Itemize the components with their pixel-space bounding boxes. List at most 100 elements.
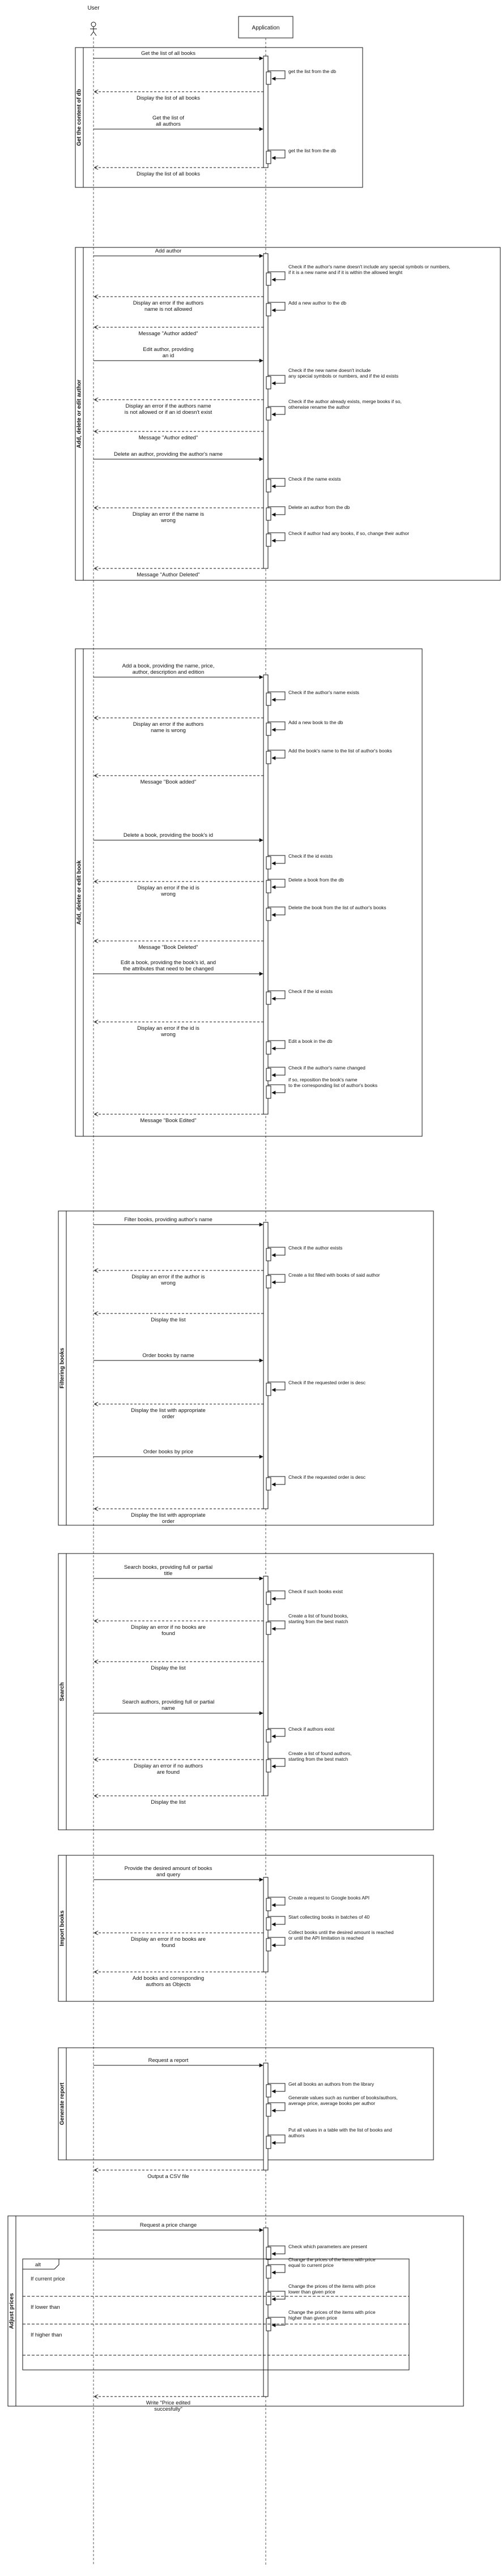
frame-border — [58, 2047, 434, 2160]
message-self: Check if the name exists — [266, 476, 341, 493]
message-self: Check if the requested order is desc — [266, 1474, 366, 1491]
message-label: starting from the best match — [288, 1619, 348, 1624]
nested-activation — [266, 1041, 271, 1055]
message-label: Display the list of all books — [137, 95, 200, 101]
message-label: title — [164, 1571, 173, 1577]
message-label: found — [161, 1942, 175, 1949]
message-label: Change the prices of the items with pric… — [288, 2257, 376, 2262]
frame-border — [75, 247, 501, 581]
message-self: Delete the book from the list of author'… — [266, 905, 386, 921]
alt-condition: If current price — [31, 2276, 65, 2282]
frame-title: Generate report — [59, 2082, 66, 2125]
message-label: Put all values in a table with the list … — [288, 2127, 392, 2133]
message-label: Change the prices of the items with pric… — [288, 2309, 376, 2315]
message-self: Put all values in a table with the list … — [266, 2127, 392, 2149]
frame-title: Add, delete or edit author — [76, 379, 83, 448]
nested-activation — [266, 1383, 271, 1396]
message-label: Create a list of found books, — [288, 1613, 348, 1619]
message-label: Display the list with appropriate — [131, 1407, 205, 1414]
message-label: Edit author, providing — [143, 346, 193, 353]
message-self: Check if authors exist — [266, 1726, 335, 1743]
message-label: Create a list filled with books of said … — [288, 1272, 380, 1278]
message-label: Write "Price edited — [146, 2400, 190, 2406]
message-label: authors — [288, 2133, 304, 2138]
activation-bar — [263, 1222, 269, 1509]
message-label: Display an error if the authors name — [125, 403, 211, 409]
message-label: name is wrong — [151, 728, 186, 734]
message-self: Change the prices of the items with pric… — [266, 2283, 376, 2305]
message-reply: Message "Book Edited" — [95, 1114, 263, 1124]
message-label: Generate values such as number of books/… — [288, 2095, 398, 2100]
message-self: Create a request to Google books API — [266, 1895, 369, 1911]
message-self: Create a list filled with books of said … — [266, 1272, 380, 1289]
message-label: Check if the requested order is desc — [288, 1474, 366, 1480]
frame-title: Filtering books — [59, 1347, 66, 1388]
message-self: Delete an author from the db — [266, 504, 350, 521]
message-reply: Display the list — [95, 1796, 263, 1805]
message-request: Get the list of all books — [93, 50, 263, 61]
nested-activation — [266, 407, 271, 421]
message-request: Search books, providing full or partialt… — [93, 1564, 263, 1581]
message-self: Generate values such as number of books/… — [266, 2095, 398, 2117]
frame-title: Import books — [59, 1910, 66, 1946]
nested-activation — [266, 71, 271, 85]
frame-border — [75, 648, 423, 1137]
message-label: Search books, providing full or partial — [124, 1564, 212, 1571]
message-label: Display an error if the authors — [133, 300, 204, 306]
message-label: Check if the name exists — [288, 476, 341, 482]
message-label: order — [162, 1518, 175, 1525]
message-label: Message "Author Deleted" — [137, 572, 199, 578]
message-label: Provide the desired amount of books — [125, 1865, 212, 1872]
frame-add-delete-or-edit-author: Add, delete or edit author Add authorChec… — [75, 247, 501, 581]
message-label: Add a new author to the db — [288, 300, 346, 306]
message-reply: Message "Book Deleted" — [95, 941, 263, 951]
nested-activation — [266, 1068, 271, 1081]
message-request: Delete a book, providing the book's id — [93, 832, 263, 842]
message-label: Get the list of all books — [141, 50, 195, 57]
nested-activation — [266, 751, 271, 764]
message-label: Check if the new name doesn't include — [288, 367, 371, 373]
message-self: Create a list of found authors,starting … — [266, 1751, 352, 1773]
message-label: Display an error if the author is — [131, 1274, 205, 1280]
nested-activation — [266, 479, 271, 493]
message-reply: Display the list of all books — [95, 92, 263, 101]
nested-activation — [266, 1085, 271, 1099]
message-label: author, description and edition — [133, 669, 205, 675]
message-label: wrong — [160, 1032, 176, 1038]
message-label: Check if the id exists — [288, 853, 333, 859]
message-label: Check if the author's name changed — [288, 1065, 365, 1071]
message-self: Collect books until the desired amount i… — [266, 1929, 394, 1952]
frame-title: Get the content of db — [76, 89, 83, 146]
message-reply: Display the list — [95, 1662, 263, 1671]
message-label: Add author — [155, 248, 181, 254]
nested-activation — [266, 908, 271, 921]
message-label: Display the list of all books — [137, 171, 200, 177]
message-label: Search authors, providing full or partia… — [122, 1699, 215, 1705]
message-self: Check if the requested order is desc — [266, 1380, 366, 1396]
message-label: Message "Author added" — [139, 331, 198, 337]
message-label: order — [162, 1414, 175, 1420]
message-label: any special symbols or numbers, and if t… — [288, 373, 398, 379]
message-self: Start collecting books in batches of 40 — [266, 1914, 369, 1931]
message-label: Edit a book in the db — [288, 1038, 333, 1044]
message-label: Get the list of — [152, 115, 184, 121]
message-reply: Display the list — [95, 1313, 263, 1323]
message-label: starting from the best match — [288, 1756, 348, 1762]
message-label: Display an error if the id is — [137, 1025, 199, 1032]
nested-activation — [266, 1248, 271, 1261]
message-self: Delete a book from the db — [266, 877, 344, 893]
message-request: Request a price change — [93, 2222, 263, 2232]
nested-activation — [266, 856, 271, 870]
message-label: Create a list of found authors, — [288, 1751, 352, 1756]
message-label: Delete an author, providing the author's… — [114, 451, 223, 457]
message-request: Order books by price — [93, 1449, 263, 1459]
message-label: Display an error if the authors — [133, 721, 204, 728]
